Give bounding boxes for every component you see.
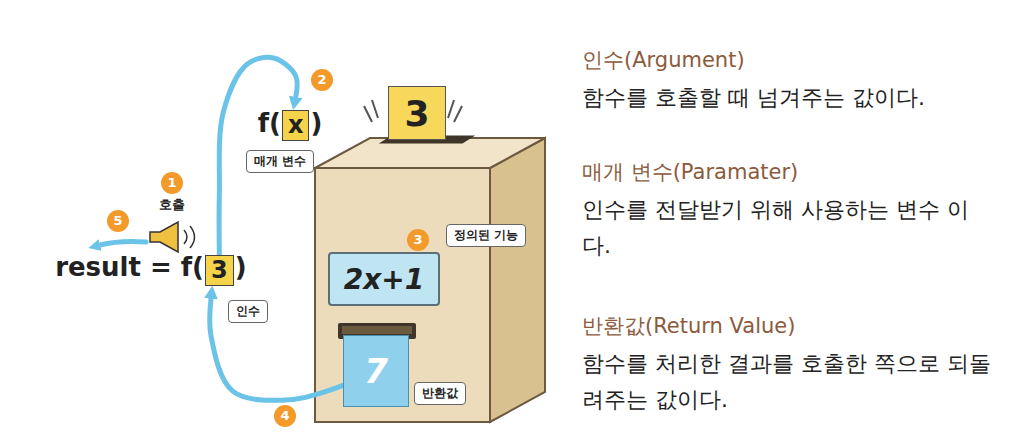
node-text: 정의된 기능 xyxy=(454,227,518,244)
machine-side xyxy=(490,138,545,422)
node-text: 인수 xyxy=(236,303,260,320)
node-text: 반환값 xyxy=(422,385,458,402)
node-text: 매개 변수 xyxy=(254,153,306,170)
speaker-icon xyxy=(150,222,178,252)
term-heading: 반환값(Return Value) xyxy=(582,312,992,340)
callout-number: 2 xyxy=(311,69,333,91)
node-text: x xyxy=(288,111,303,140)
node-text: 3 xyxy=(404,93,429,134)
call-label: 호출 xyxy=(159,196,185,214)
argument-box: 3 xyxy=(205,255,234,286)
return-tag: 반환값 xyxy=(414,382,466,405)
parameter-tag: 매개 변수 xyxy=(246,150,314,173)
node-text: 2x+1 xyxy=(344,263,425,296)
term-definition: 함수를 처리한 결과를 호출한 쪽으로 되돌려주는 값이다. xyxy=(582,346,992,418)
output-slot-inner xyxy=(342,326,412,334)
function-tag: 정의된 기능 xyxy=(446,224,526,247)
parameter-box: x xyxy=(282,110,309,141)
node-text: 7 xyxy=(364,351,388,391)
input-card: 3 xyxy=(388,86,446,140)
callout-number: 4 xyxy=(274,405,296,427)
return-paper: 7 xyxy=(343,335,409,407)
term-definition: 인수를 전달받기 위해 사용하는 변수 이다. xyxy=(582,192,992,264)
node-text: 3 xyxy=(211,256,228,285)
callout-number: 1 xyxy=(161,172,183,194)
argument-tag: 인수 xyxy=(228,300,268,323)
term-definition: 함수를 호출할 때 넘겨주는 값이다. xyxy=(582,80,992,116)
call-expression: result = f( xyxy=(55,252,204,283)
callout-number: 5 xyxy=(107,210,129,232)
term-heading: 인수(Argument) xyxy=(582,46,992,74)
callout-number: 3 xyxy=(407,229,429,251)
flow-arrow xyxy=(210,299,343,400)
function-text: f( xyxy=(258,108,281,139)
function-text: ) xyxy=(310,108,322,139)
function-screen: 2x+1 xyxy=(328,252,440,306)
return-arrow xyxy=(100,241,146,245)
term-heading: 매개 변수(Paramater) xyxy=(582,158,992,186)
machine-top xyxy=(315,138,545,168)
call-expression: ) xyxy=(235,252,247,283)
sound-waves xyxy=(184,226,195,248)
